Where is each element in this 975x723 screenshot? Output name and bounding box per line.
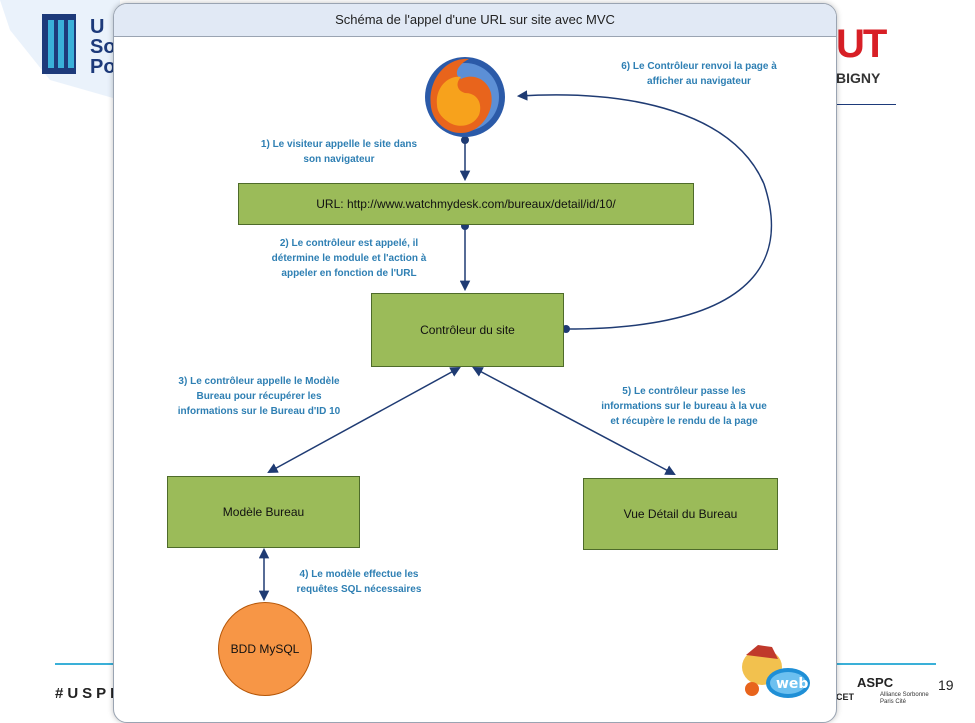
note-line: détermine le module et l'action à [271, 253, 427, 264]
note-line: 6) Le Contrôleur renvoi la page à [621, 61, 777, 72]
footer-line-left [55, 663, 115, 665]
arrow-controller-model [267, 366, 461, 474]
aspc-subtitle-line: Alliance Sorbonne [880, 692, 929, 698]
note-line: informations sur le bureau à la vue [601, 401, 767, 412]
note-line: son navigateur [303, 154, 375, 165]
note-line: et récupère le rendu de la page [610, 416, 758, 427]
logo-line-2: So [90, 36, 116, 58]
footer-hashtag: #USPI [55, 685, 119, 702]
svg-text:web: web [776, 676, 808, 692]
note-step-1: 1) Le visiteur appelle le site dans son … [244, 137, 434, 167]
note-line: 4) Le modèle effectue les [299, 569, 419, 580]
aspc-subtitle: Alliance Sorbonne Paris Cité [880, 692, 929, 706]
les-tennis-du-web-logo: web [742, 645, 810, 698]
aspc-subtitle-line: Paris Cité [880, 699, 907, 705]
note-line: 2) Le contrôleur est appelé, il [279, 238, 419, 249]
cet-logo: CET [836, 692, 854, 702]
diagram-connectors [258, 90, 773, 602]
university-logo [0, 0, 120, 100]
note-line: 3) Le contrôleur appelle le Modèle [178, 376, 340, 387]
page-number: 19 [938, 677, 954, 693]
note-line: appeler en fonction de l'URL [281, 268, 417, 279]
note-step-3: 3) Le contrôleur appelle le Modèle Burea… [154, 374, 364, 419]
aspc-logo: ASPC [857, 675, 894, 690]
diagram-title: Schéma de l'appel d'une URL sur site ave… [335, 12, 615, 27]
note-step-5: 5) Le contrôleur passe les informations … [569, 384, 799, 429]
logo-line-3: Po [90, 56, 116, 78]
firefox-icon [425, 57, 505, 137]
logo-line-1: U [90, 16, 105, 38]
url-box: URL: http://www.watchmydesk.com/bureaux/… [238, 183, 694, 225]
note-line: 5) Le contrôleur passe les [622, 386, 746, 397]
note-step-4: 4) Le modèle effectue les requêtes SQL n… [274, 567, 444, 597]
popup-title-bar: Schéma de l'appel d'une URL sur site ave… [114, 4, 836, 37]
iut-logo-city: BIGNY [836, 70, 881, 86]
note-line: Bureau pour récupérer les [196, 391, 322, 402]
iut-logo: UT [836, 22, 887, 66]
arrow-controller-view [472, 367, 676, 475]
note-step-6: 6) Le Contrôleur renvoi la page à affich… [574, 59, 824, 89]
arrow-dot [562, 325, 570, 333]
model-box: Modèle Bureau [167, 476, 360, 548]
note-line: requêtes SQL nécessaires [296, 584, 422, 595]
note-line: 1) Le visiteur appelle le site dans [260, 139, 418, 150]
database-node: BDD MySQL [218, 602, 312, 696]
note-line: informations sur le Bureau d'ID 10 [177, 406, 341, 417]
header-line-right [836, 104, 896, 105]
arrow-controller-to-browser [516, 90, 773, 330]
footer-line-right [836, 663, 936, 665]
controller-box: Contrôleur du site [371, 293, 564, 367]
view-box: Vue Détail du Bureau [583, 478, 778, 550]
note-step-2: 2) Le contrôleur est appelé, il détermin… [244, 236, 454, 281]
note-line: afficher au navigateur [647, 76, 751, 87]
diagram-popup: Schéma de l'appel d'une URL sur site ave… [113, 3, 837, 723]
arrow-dot [461, 136, 469, 144]
